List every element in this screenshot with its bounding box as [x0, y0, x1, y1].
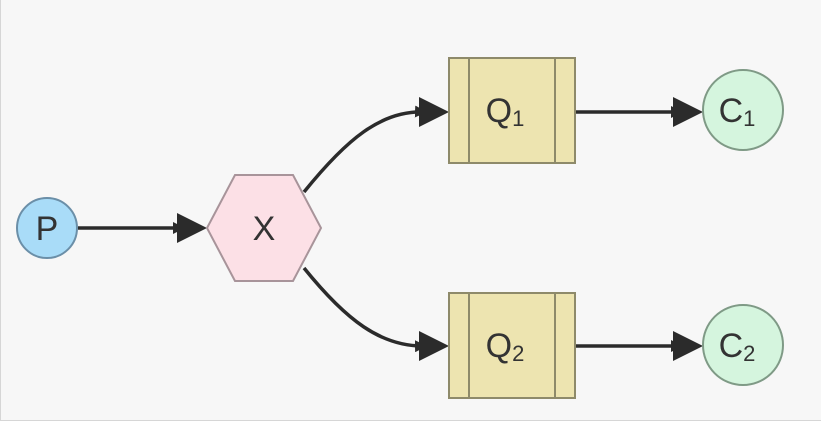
- svg-text:Q1: Q1: [486, 92, 525, 131]
- edges: [78, 105, 683, 353]
- edge-x-to-q1: [302, 105, 427, 194]
- arrowhead-q1-c1: [673, 97, 703, 127]
- consumer1-label: C: [719, 92, 744, 130]
- arrowhead-x-q1: [419, 97, 449, 127]
- edge-x-to-q2: [302, 266, 427, 353]
- consumer1-subscript: 1: [743, 106, 755, 131]
- producer-node: P: [16, 197, 78, 259]
- consumer2-node: C2: [702, 304, 784, 386]
- consumer2-label: C: [719, 327, 744, 365]
- arrowhead-x-q2: [419, 331, 449, 361]
- arrowheads: [177, 97, 703, 361]
- arrowhead-q2-c2: [673, 331, 703, 361]
- consumer1-node: C1: [702, 69, 784, 151]
- arrowhead-p-x: [177, 213, 207, 243]
- queue1-label: Q: [486, 92, 512, 130]
- queue2-node: Q2: [448, 292, 576, 399]
- exchange-label: X: [253, 210, 276, 248]
- consumer2-subscript: 2: [743, 341, 755, 366]
- queue2-subscript: 2: [512, 341, 524, 366]
- svg-text:C2: C2: [719, 327, 756, 366]
- svg-text:C1: C1: [719, 92, 756, 131]
- queue1-subscript: 1: [512, 106, 524, 131]
- queue1-node: Q1: [448, 57, 576, 164]
- svg-text:Q2: Q2: [486, 327, 525, 366]
- queue2-label: Q: [486, 327, 512, 365]
- exchange-node: X: [205, 174, 323, 282]
- producer-label: P: [36, 210, 59, 248]
